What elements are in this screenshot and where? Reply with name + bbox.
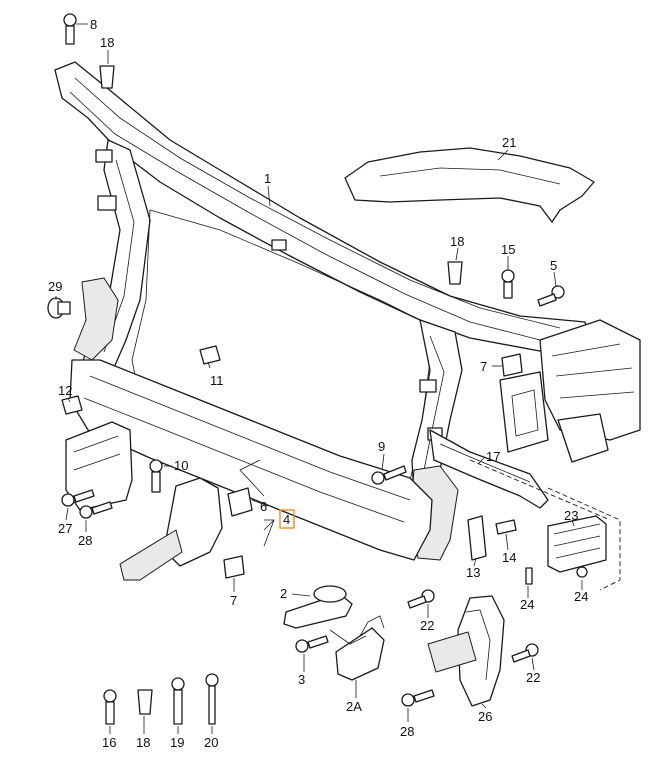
callout-8[interactable]: 8 xyxy=(90,17,97,32)
callout-22-center[interactable]: 22 xyxy=(420,618,434,633)
callout-18-bottom[interactable]: 18 xyxy=(136,735,150,750)
callout-28-left[interactable]: 28 xyxy=(78,533,92,548)
callout-15[interactable]: 15 xyxy=(501,242,515,257)
callout-12[interactable]: 12 xyxy=(58,383,72,398)
screw-24b xyxy=(576,566,588,578)
air-guide-part xyxy=(344,147,595,223)
callout-labels: 8 18 1 21 18 15 5 29 7 11 12 9 17 10 6 4… xyxy=(48,17,588,750)
nut-7a xyxy=(501,353,523,377)
right-crossmember-fragment xyxy=(539,319,641,441)
clip-14 xyxy=(495,519,517,535)
left-bracket-27 xyxy=(65,421,133,511)
right-side-rail xyxy=(429,429,549,509)
clip-18b xyxy=(447,261,463,285)
callout-18-mid[interactable]: 18 xyxy=(450,234,464,249)
nut-11 xyxy=(199,345,221,365)
callout-5[interactable]: 5 xyxy=(550,258,557,273)
bolt-28b xyxy=(401,689,435,707)
callout-11[interactable]: 11 xyxy=(210,373,224,388)
module-23 xyxy=(547,515,607,573)
callout-20[interactable]: 20 xyxy=(204,735,218,750)
callout-3[interactable]: 3 xyxy=(298,672,305,687)
clip-12 xyxy=(61,395,83,415)
callout-4[interactable]: 4 xyxy=(283,512,290,527)
callout-19[interactable]: 19 xyxy=(170,735,184,750)
callout-26[interactable]: 26 xyxy=(478,709,492,724)
leader-lines xyxy=(55,23,583,734)
callout-18-top[interactable]: 18 xyxy=(100,35,114,50)
callout-10[interactable]: 10 xyxy=(174,458,188,473)
lock-carrier-frame xyxy=(54,61,591,561)
clip-13 xyxy=(467,515,487,561)
clip-18c xyxy=(137,689,153,715)
bolt-27 xyxy=(61,489,95,507)
bolt-9 xyxy=(371,465,407,485)
callout-2[interactable]: 2 xyxy=(280,586,287,601)
screw-24a xyxy=(525,567,533,585)
callout-28-right[interactable]: 28 xyxy=(400,724,414,739)
bolt-22b xyxy=(511,643,539,663)
callout-2a[interactable]: 2A xyxy=(346,699,362,714)
callout-16[interactable]: 16 xyxy=(102,735,116,750)
bolt-19 xyxy=(171,677,185,725)
plug-29 xyxy=(47,297,71,319)
bolt-22a xyxy=(407,589,435,609)
rivet-20 xyxy=(205,673,219,725)
callout-17[interactable]: 17 xyxy=(486,449,500,464)
callout-1[interactable]: 1 xyxy=(264,171,271,186)
callout-24-right[interactable]: 24 xyxy=(574,589,588,604)
callout-9[interactable]: 9 xyxy=(378,439,385,454)
callout-13[interactable]: 13 xyxy=(466,565,480,580)
callout-7-right[interactable]: 7 xyxy=(480,359,487,374)
callout-14[interactable]: 14 xyxy=(502,550,516,565)
bolt-5 xyxy=(537,285,565,307)
bolt-16 xyxy=(103,689,117,725)
callout-27[interactable]: 27 xyxy=(58,521,72,536)
callout-29[interactable]: 29 xyxy=(48,279,62,294)
bolt-28a xyxy=(79,501,113,519)
callout-21[interactable]: 21 xyxy=(502,135,516,150)
callout-6[interactable]: 6 xyxy=(260,499,267,514)
callout-7-center[interactable]: 7 xyxy=(230,593,237,608)
bolt-10 xyxy=(149,459,163,493)
screw-15 xyxy=(501,269,515,299)
highlight-box-4 xyxy=(279,509,295,529)
bolt-3 xyxy=(295,635,329,653)
callout-23[interactable]: 23 xyxy=(564,508,578,523)
clip-18a xyxy=(99,65,115,89)
lock-2a xyxy=(335,627,385,681)
nut-7b xyxy=(223,555,245,579)
bolt-8 xyxy=(63,13,77,45)
callout-22-right[interactable]: 22 xyxy=(526,670,540,685)
callout-24-center[interactable]: 24 xyxy=(520,597,534,612)
